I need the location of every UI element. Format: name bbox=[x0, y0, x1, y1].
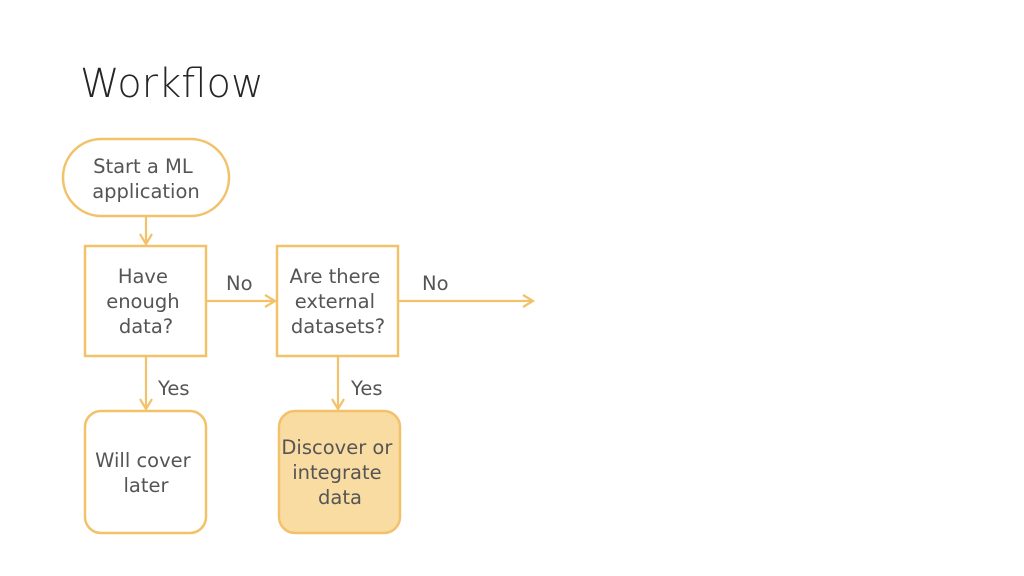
cover-later-text: Will cover later bbox=[95, 449, 197, 497]
start-node-text: Start a ML application bbox=[92, 155, 200, 203]
edge-label-no-2: No bbox=[422, 272, 449, 295]
enough-data-decision-text: Have enough data? bbox=[106, 265, 186, 338]
start-node bbox=[61, 137, 231, 218]
slide-title: Workflow bbox=[80, 61, 264, 107]
edge-label-no-1: No bbox=[226, 272, 253, 295]
external-datasets-decision-text: Are there external datasets? bbox=[290, 265, 387, 338]
edge-label-yes-2: Yes bbox=[350, 377, 382, 400]
discover-integrate-node bbox=[277, 409, 402, 535]
edge-label-yes-1: Yes bbox=[157, 377, 189, 400]
cover-later-node bbox=[83, 409, 208, 535]
discover-integrate-text: Discover or integrate data bbox=[281, 436, 398, 509]
